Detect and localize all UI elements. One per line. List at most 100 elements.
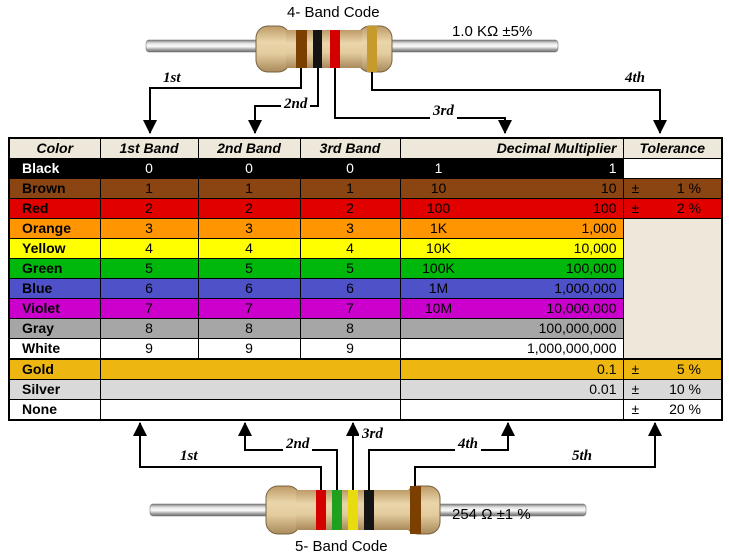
color-name: Violet [8, 298, 101, 319]
tolerance-cell: ±2 % [622, 198, 723, 219]
four-band-title: 4- Band Code [287, 4, 380, 21]
arrow-label-bottom-4th: 4th [455, 436, 482, 453]
arrow-bottom-4th [368, 422, 515, 490]
tolerance-cell: ±10 % [622, 379, 723, 400]
band3-cell: 6 [299, 278, 401, 299]
band3-cell: 0 [299, 158, 401, 179]
arrow-top-3rd [334, 68, 512, 134]
color-name: Red [8, 198, 101, 219]
band1-cell: 5 [99, 258, 199, 279]
top-arrows [143, 68, 667, 134]
top-band-4-gold [367, 26, 377, 72]
arrow-label-top-1st: 1st [163, 70, 181, 86]
five-band-title: 5- Band Code [295, 538, 388, 555]
arrow-label-bottom-1st: 1st [180, 448, 198, 464]
table-row-gold: Gold 0.1 ±5 % [8, 358, 723, 380]
band2-cell: 9 [197, 338, 301, 360]
multiplier-cell [399, 399, 624, 421]
top-resistor-body [286, 30, 362, 68]
color-name: Green [8, 258, 101, 279]
band3-cell: 5 [299, 258, 401, 279]
multiplier-cell: 100,000,000 [399, 318, 624, 339]
multiplier-cell: 0.1 [399, 358, 624, 380]
multiplier-cell: 0.01 [399, 379, 624, 400]
band2-cell: 8 [197, 318, 301, 339]
band1-cell: 8 [99, 318, 199, 339]
top-band-3-red [330, 30, 340, 68]
arrow-label-top-4th: 4th [625, 70, 646, 86]
band1-cell: 9 [99, 338, 199, 360]
tolerance-cell [622, 158, 723, 179]
band3-cell: 2 [299, 198, 401, 219]
four-band-value-label: 1.0 KΩ ±5% [452, 23, 533, 40]
band2-cell: 2 [197, 198, 301, 219]
color-name: None [8, 399, 101, 421]
top-resistor-lead [145, 39, 559, 53]
band3-cell: 1 [299, 178, 401, 199]
bands-merged-cell [99, 358, 401, 380]
color-name: Silver [8, 379, 101, 400]
band2-cell: 5 [197, 258, 301, 279]
color-name: Brown [8, 178, 101, 199]
arrow-label-bottom-3rd: 3rd [359, 426, 386, 443]
arrow-label-top-3rd: 3rd [430, 103, 457, 120]
top-band-1-brown [296, 30, 307, 68]
band2-cell: 0 [197, 158, 301, 179]
color-name: Yellow [8, 238, 101, 259]
top-resistor-left-cap [255, 25, 291, 73]
band1-cell: 0 [99, 158, 199, 179]
five-band-value-label: 254 Ω ±1 % [452, 506, 531, 523]
bottom-resistor-right-cap [405, 485, 441, 535]
band1-cell: 1 [99, 178, 199, 199]
header-color: Color [8, 137, 101, 159]
bottom-resistor-left-cap [265, 485, 301, 535]
header-3rd-band: 3rd Band [299, 137, 401, 159]
arrow-label-bottom-2nd: 2nd [283, 436, 313, 453]
bottom-band-3-yellow [348, 490, 358, 530]
table-header-row: Color 1st Band 2nd Band 3rd Band Decimal… [8, 137, 723, 159]
band2-cell: 7 [197, 298, 301, 319]
tolerance-empty-region [622, 218, 723, 360]
bands-merged-cell [99, 399, 401, 421]
table-row-white: White 9 9 9 1,000,000,000 [8, 338, 722, 360]
table-row-none: None ±20 % [8, 399, 723, 421]
header-decimal-multiplier: Decimal Multiplier [399, 137, 624, 159]
band3-cell: 8 [299, 318, 401, 339]
bottom-resistor-body [296, 490, 410, 530]
tolerance-cell: ±1 % [622, 178, 723, 199]
band2-cell: 3 [197, 218, 301, 239]
band3-cell: 4 [299, 238, 401, 259]
band1-cell: 7 [99, 298, 199, 319]
bottom-band-1-red [316, 490, 326, 530]
header-1st-band: 1st Band [99, 137, 199, 159]
arrow-top-4th [371, 72, 667, 134]
band2-cell: 6 [197, 278, 301, 299]
arrow-bottom-2nd [238, 422, 338, 490]
bottom-band-4-black [364, 490, 374, 530]
band1-cell: 3 [99, 218, 199, 239]
color-name: Orange [8, 218, 101, 239]
band1-cell: 2 [99, 198, 199, 219]
bottom-band-5-brown [410, 486, 421, 534]
band3-cell: 3 [299, 218, 401, 239]
header-2nd-band: 2nd Band [197, 137, 301, 159]
arrow-label-top-2nd: 2nd [281, 96, 311, 113]
band2-cell: 1 [197, 178, 301, 199]
band1-cell: 6 [99, 278, 199, 299]
top-band-2-black [313, 30, 322, 68]
color-name: Gold [8, 358, 101, 380]
header-tolerance: Tolerance [622, 137, 723, 159]
multiplier-cell: 1,000,000,000 [399, 338, 624, 360]
